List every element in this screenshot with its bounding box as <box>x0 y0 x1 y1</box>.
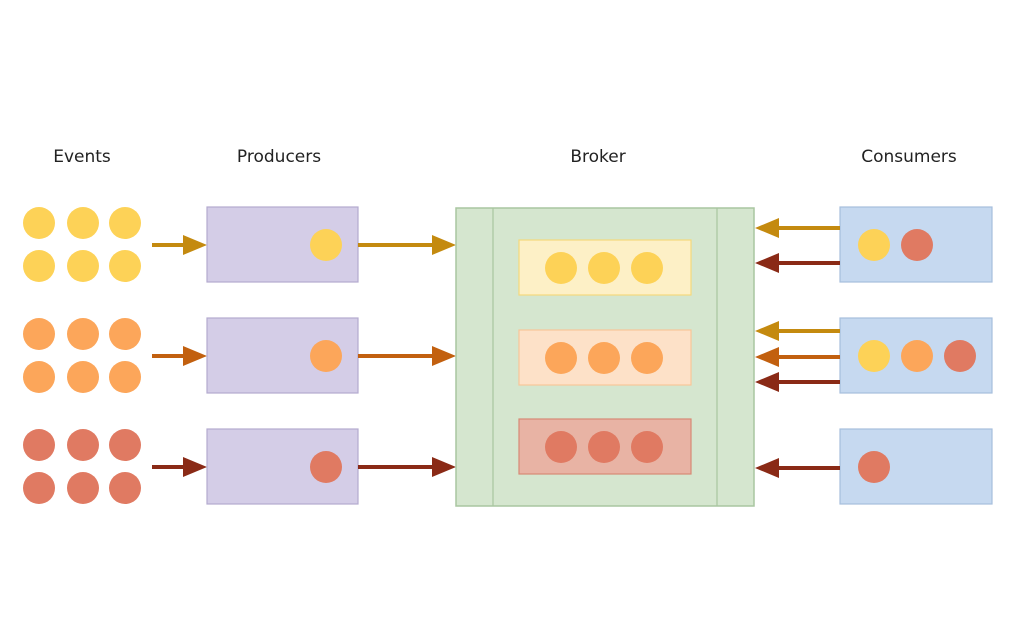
event-orange <box>67 318 99 350</box>
producers-heading: Producers <box>236 147 322 167</box>
consumer-event-orange <box>901 340 933 372</box>
consumer-event-red <box>901 229 933 261</box>
events-heading: Events <box>53 147 111 167</box>
consumer-event-red <box>858 451 890 483</box>
event-red <box>67 429 99 461</box>
event-orange <box>23 361 55 393</box>
arrow-head <box>755 347 779 367</box>
arrow-producer-to-broker-3 <box>358 457 456 477</box>
partition-event-yellow <box>631 252 663 284</box>
producer-event-red <box>310 451 342 483</box>
arrow-consumer-2-from-broker-yellow <box>755 321 840 341</box>
arrow-head <box>432 457 456 477</box>
event-yellow <box>23 207 55 239</box>
broker-heading: Broker <box>570 147 626 167</box>
arrow-head <box>755 321 779 341</box>
arrow-consumer-2-from-broker-orange <box>755 347 840 367</box>
consumer-event-red <box>944 340 976 372</box>
arrow-events-to-producer-1 <box>152 235 207 255</box>
partition-event-yellow <box>588 252 620 284</box>
event-yellow <box>23 250 55 282</box>
event-red <box>23 472 55 504</box>
arrow-head <box>755 372 779 392</box>
arrow-head <box>755 458 779 478</box>
event-orange <box>23 318 55 350</box>
producer-event-orange <box>310 340 342 372</box>
partition-event-orange <box>545 342 577 374</box>
arrow-head <box>755 218 779 238</box>
event-yellow <box>67 250 99 282</box>
event-orange <box>109 318 141 350</box>
partition-event-orange <box>588 342 620 374</box>
arrow-consumer-1-from-broker-yellow <box>755 218 840 238</box>
event-yellow <box>109 250 141 282</box>
event-red <box>109 472 141 504</box>
event-yellow <box>67 207 99 239</box>
arrow-head <box>432 346 456 366</box>
arrow-head <box>183 235 207 255</box>
arrow-consumer-3-from-broker-red <box>755 458 840 478</box>
arrow-consumer-2-from-broker-red <box>755 372 840 392</box>
consumer-event-yellow <box>858 340 890 372</box>
partition-event-red <box>588 431 620 463</box>
arrow-producer-to-broker-1 <box>358 235 456 255</box>
partition-event-yellow <box>545 252 577 284</box>
arrow-events-to-producer-3 <box>152 457 207 477</box>
partition-event-red <box>631 431 663 463</box>
arrow-head <box>432 235 456 255</box>
partition-event-orange <box>631 342 663 374</box>
producer-event-yellow <box>310 229 342 261</box>
event-red <box>67 472 99 504</box>
event-orange <box>109 361 141 393</box>
consumer-event-yellow <box>858 229 890 261</box>
arrow-head <box>183 346 207 366</box>
arrow-events-to-producer-2 <box>152 346 207 366</box>
consumers-heading: Consumers <box>861 147 957 167</box>
event-red <box>23 429 55 461</box>
event-yellow <box>109 207 141 239</box>
event-orange <box>67 361 99 393</box>
partition-event-red <box>545 431 577 463</box>
arrow-head <box>183 457 207 477</box>
arrow-consumer-1-from-broker-red <box>755 253 840 273</box>
arrow-head <box>755 253 779 273</box>
event-red <box>109 429 141 461</box>
arrow-producer-to-broker-2 <box>358 346 456 366</box>
